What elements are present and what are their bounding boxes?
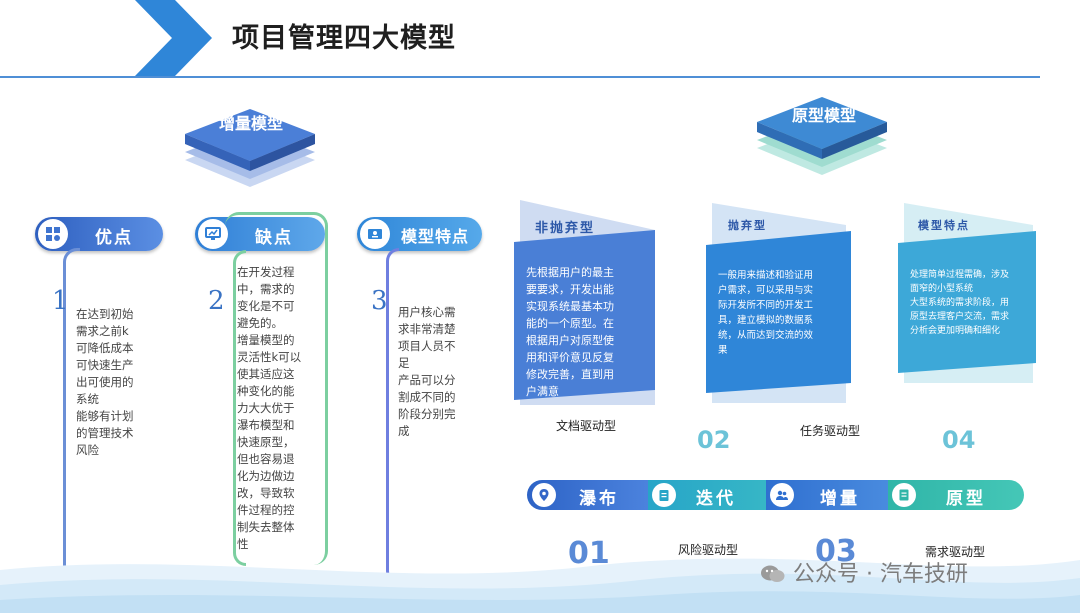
prototype-cube-icon — [757, 97, 887, 175]
doc-driven-label: 文档驱动型 — [556, 419, 617, 433]
monitor-chart-icon — [198, 219, 228, 249]
stage-waterfall-label: 瀑布 — [579, 489, 619, 509]
users-icon — [770, 483, 794, 507]
advantages-label: 优点 — [95, 228, 133, 248]
prototype-features-text: 处理简单过程需确，涉及面窄的小型系统大型系统的需求阶段，用 原型去理客户交流，需… — [910, 270, 1010, 336]
advantages-number: 1 — [52, 286, 69, 316]
number-02: 02 — [697, 426, 731, 454]
wechat-icon — [760, 564, 786, 584]
disadvantages-bracket — [233, 250, 246, 566]
non-discard-heading: 非抛弃型 — [535, 221, 596, 236]
prototype-model-label: 原型模型 — [792, 106, 857, 125]
prototype-features-panel-shape — [898, 203, 1036, 383]
discard-heading: 抛弃型 — [728, 219, 767, 232]
disadvantages-bracket-top — [225, 212, 328, 565]
stage-prototype-label: 原型 — [946, 489, 986, 509]
req-driven-label: 需求驱动型 — [925, 545, 986, 559]
stage-prototype: 原型 — [888, 480, 1024, 510]
stage-iterative-label: 迭代 — [696, 489, 736, 509]
document-icon — [892, 483, 916, 507]
non-discard-panel-shape — [514, 200, 655, 405]
discard-panel-shape — [706, 203, 851, 403]
disadvantages-number: 2 — [208, 286, 225, 316]
grid-icon — [38, 219, 68, 249]
incremental-model-label: 增量模型 — [218, 114, 283, 133]
stage-waterfall: 瀑布 — [527, 480, 662, 510]
disadvantages-text: 在开发过程中，需求的变化是不可 避免的。增量模型的灵活性k可以 使其适应这种变化… — [237, 265, 302, 551]
task-driven-label: 任务驱动型 — [800, 424, 861, 438]
stage-incremental-label: 增量 — [820, 489, 860, 509]
page-title: 项目管理四大模型 — [232, 23, 456, 54]
prototype-features-heading: 模型特点 — [918, 219, 970, 232]
stage-iterative: 迭代 — [648, 480, 778, 510]
disadvantages-pill: 缺点 — [195, 217, 325, 251]
header-divider — [0, 76, 1040, 78]
features-text: 用户核心需求非常清楚项目人员不 足产品可以分割成不同的 阶段分别完成 — [398, 305, 456, 438]
advantages-pill: 优点 — [35, 217, 163, 251]
features-label: 模型特点 — [401, 227, 470, 246]
disadvantages-label: 缺点 — [255, 228, 293, 248]
features-number: 3 — [371, 286, 388, 316]
discard-text: 一般用来描述和验证用户需求，可以采用与实际开发所不同的开发工 具，建立模拟的数据… — [718, 270, 814, 356]
number-03: 03 — [815, 534, 857, 569]
location-pin-icon — [532, 483, 556, 507]
number-04: 04 — [942, 426, 976, 454]
features-pill: 模型特点 — [357, 217, 482, 251]
stage-incremental: 增量 — [766, 480, 902, 510]
watermark: 公众号 · 汽车技研 — [760, 556, 968, 588]
clipboard-icon — [652, 483, 676, 507]
header-chevron-icon — [135, 0, 212, 76]
number-01: 01 — [568, 536, 610, 571]
non-discard-text: 先根据用户的最主要要求，开发出能实现系统最基本功 能的一个原型。在根据用户对原型… — [526, 266, 614, 398]
watermark-text: 公众号 · 汽车技研 — [793, 562, 968, 587]
id-card-icon — [360, 219, 390, 249]
incremental-cube-icon — [185, 109, 315, 187]
risk-driven-label: 风险驱动型 — [678, 543, 739, 557]
wave-decoration — [0, 558, 1080, 613]
